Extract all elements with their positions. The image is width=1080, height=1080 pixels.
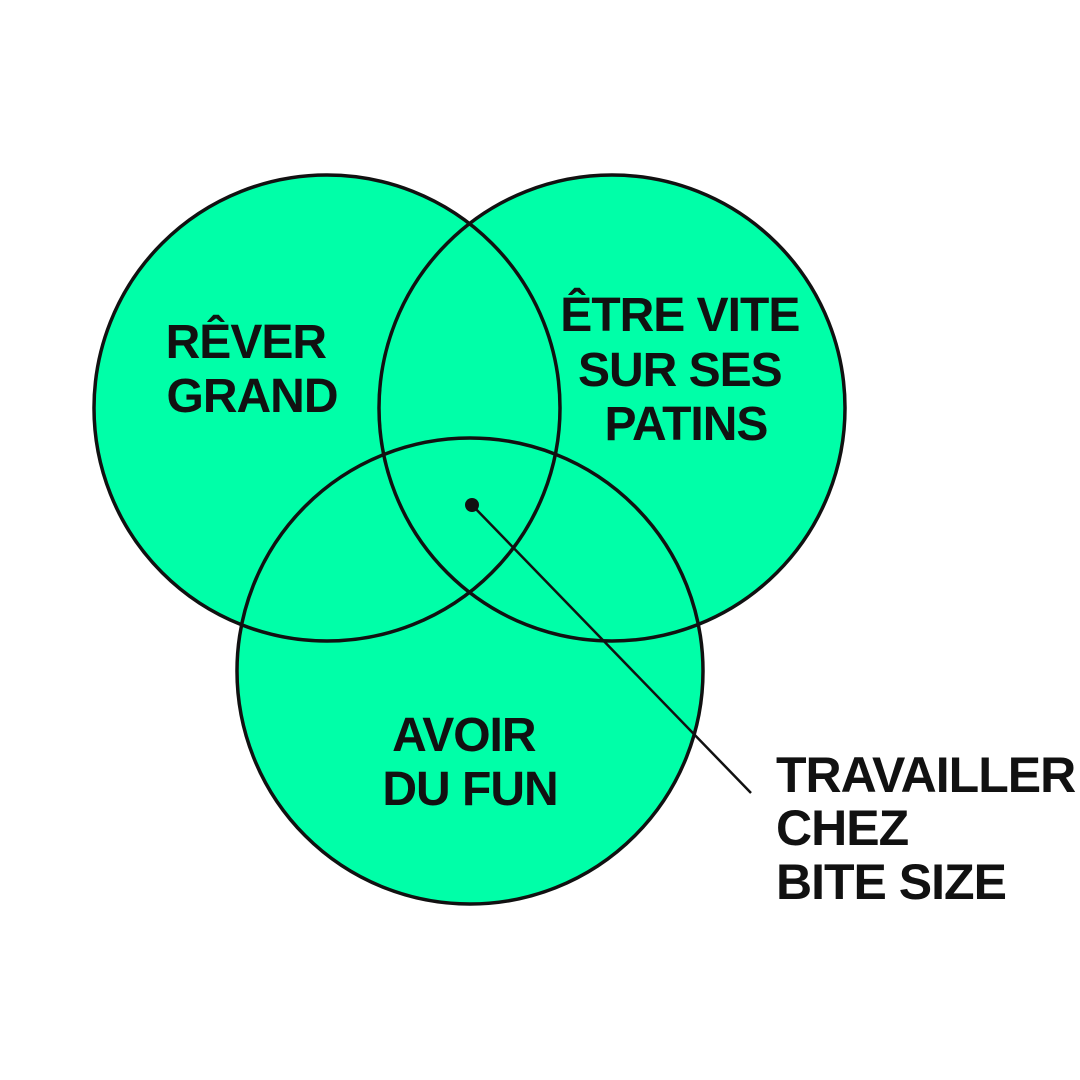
circle-top-right-label-line: SUR SES [578, 344, 782, 397]
callout-label-line: CHEZ [776, 800, 909, 856]
circle-bottom-outline [235, 436, 705, 906]
callout-label: TRAVAILLER CHEZ BITE SIZE [776, 747, 1080, 910]
circle-top-right-label-line: ÊTRE VITE [560, 287, 799, 342]
circle-top-left-label-line: RÊVER [166, 314, 327, 369]
circle-top-left-label: RÊVER GRAND [166, 314, 339, 423]
callout-label-line: BITE SIZE [776, 854, 1006, 910]
center-intersection-dot [465, 498, 479, 512]
circle-top-right-label-line: PATINS [605, 398, 768, 451]
circle-top-left-outline [92, 173, 562, 643]
circle-bottom-label-line: DU FUN [382, 763, 557, 816]
circle-outlines [92, 173, 847, 906]
circle-top-right-outline [377, 173, 847, 643]
callout-label-line: TRAVAILLER [776, 747, 1076, 803]
circle-bottom-fill [237, 438, 703, 904]
circle-bottom-label: AVOIR DU FUN [382, 709, 557, 816]
circle-top-left-label-line: GRAND [167, 370, 338, 423]
circle-fills [94, 175, 845, 904]
callout-pointer-line [471, 504, 752, 794]
circle-bottom-label-line: AVOIR [392, 709, 536, 762]
circle-top-right-label: ÊTRE VITE SUR SES PATINS [560, 287, 811, 451]
